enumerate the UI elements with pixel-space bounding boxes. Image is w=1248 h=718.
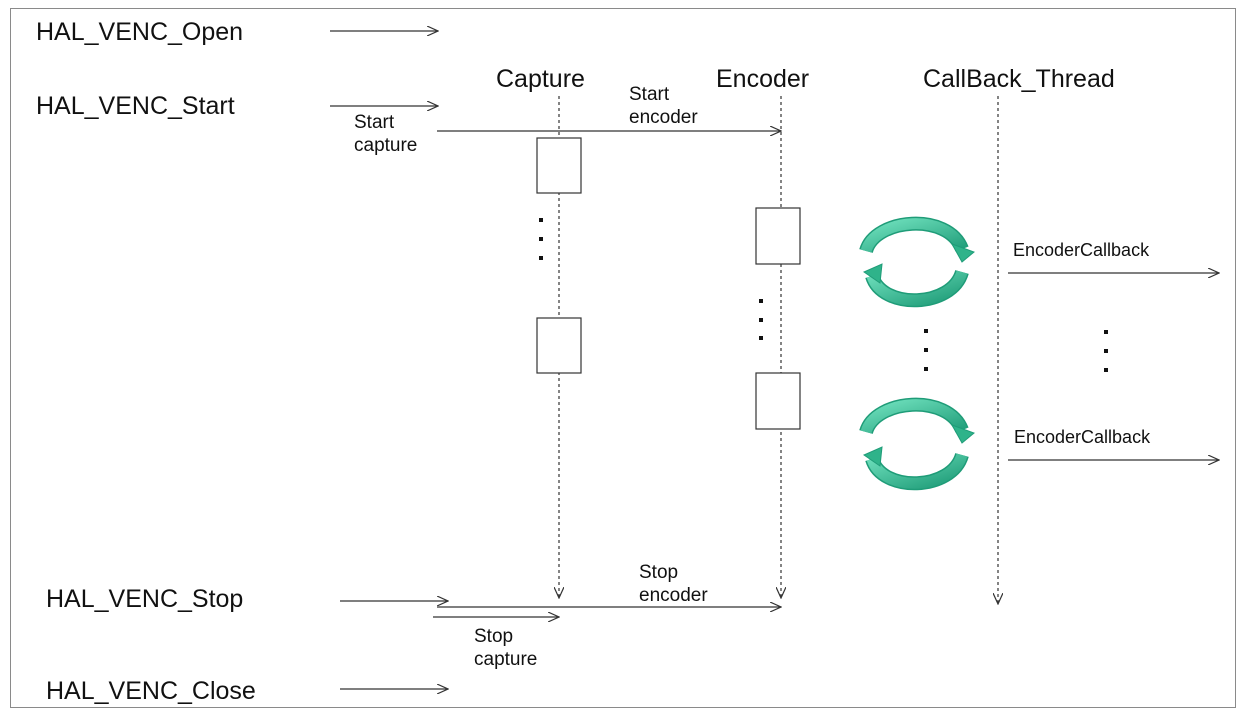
api-start-label: HAL_VENC_Start (36, 92, 235, 120)
encoder-activation-1 (755, 207, 801, 265)
start-capture-label-line1: Start (354, 112, 395, 133)
encoder-activation-2 (755, 372, 801, 430)
encoder-lifeline-label: Encoder (716, 65, 810, 93)
callback-thread-lifeline-label: CallBack_Thread (923, 65, 1115, 93)
encoder-ellipsis (759, 299, 763, 340)
loop-icon-1 (859, 216, 975, 308)
api-close-label: HAL_VENC_Close (46, 677, 256, 705)
capture-ellipsis (539, 218, 543, 260)
diagram-frame (10, 8, 1236, 708)
capture-activation-2 (536, 317, 582, 374)
encoder-callback-label-1: EncoderCallback (1013, 240, 1150, 260)
stop-capture-label-line2: capture (474, 649, 538, 670)
api-open-label: HAL_VENC_Open (36, 18, 244, 46)
start-capture-label-line2: capture (354, 135, 418, 156)
api-stop-label: HAL_VENC_Stop (46, 585, 244, 613)
loop-icon-2 (859, 397, 975, 491)
loop-ellipsis (924, 329, 928, 371)
encoder-callback-label-2: EncoderCallback (1014, 427, 1151, 447)
start-encoder-label-line2: encoder (629, 107, 698, 128)
stop-encoder-label-line2: encoder (639, 585, 708, 606)
capture-lifeline-label: Capture (496, 65, 585, 93)
stop-encoder-label-line1: Stop (639, 562, 679, 583)
callback-ellipsis (1104, 330, 1108, 372)
stop-capture-label-line1: Stop (474, 626, 514, 647)
start-encoder-label-line1: Start (629, 84, 670, 105)
capture-activation-1 (536, 137, 582, 194)
